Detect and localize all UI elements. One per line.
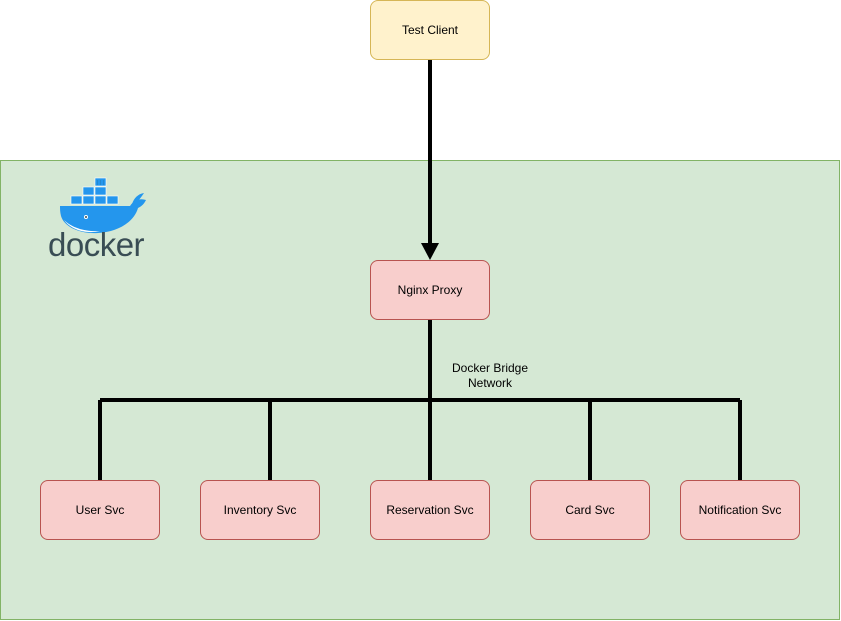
test-client-label: Test Client <box>401 23 459 37</box>
docker-whale-icon <box>60 177 146 234</box>
bridge-network-label-line1: Docker Bridge <box>451 361 529 375</box>
bridge-network-label-line2: Network <box>467 376 512 390</box>
test-client-node: Test Client <box>370 0 490 60</box>
docker-wordmark: docker <box>48 226 145 263</box>
notification-svc-node: Notification Svc <box>680 480 800 540</box>
nginx-proxy-node: Nginx Proxy <box>370 260 490 320</box>
reservation-svc-node: Reservation Svc <box>370 480 490 540</box>
notification-svc-label: Notification Svc <box>698 503 782 517</box>
user-svc-node: User Svc <box>40 480 160 540</box>
nginx-proxy-label: Nginx Proxy <box>397 283 463 297</box>
inventory-svc-label: Inventory Svc <box>223 503 297 517</box>
reservation-svc-label: Reservation Svc <box>386 503 474 517</box>
card-svc-label: Card Svc <box>565 503 615 517</box>
user-svc-label: User Svc <box>75 503 125 517</box>
bridge-network-label: Docker Bridge Network <box>440 361 540 391</box>
card-svc-node: Card Svc <box>530 480 650 540</box>
arrowhead <box>421 243 439 260</box>
inventory-svc-node: Inventory Svc <box>200 480 320 540</box>
docker-host-area <box>0 160 840 620</box>
